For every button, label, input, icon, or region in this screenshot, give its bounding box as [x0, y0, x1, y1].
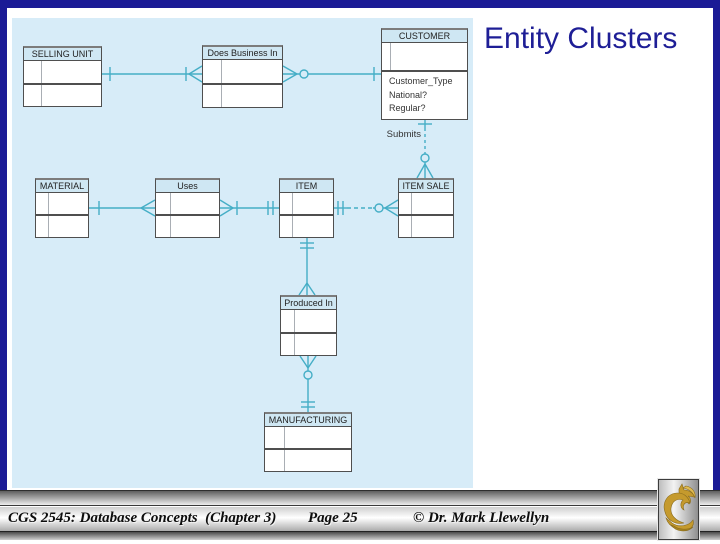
- entity-title: ITEM: [280, 180, 333, 193]
- entity-body: [399, 193, 453, 237]
- attribute-label: National?: [389, 89, 428, 100]
- footer-bottom-bar: [0, 531, 720, 540]
- page-title: Entity Clusters: [484, 22, 678, 55]
- footer-main-bar: CGS 2545: Database Concepts (Chapter 3) …: [0, 507, 720, 531]
- entity-does-business-in: Does Business In: [202, 45, 283, 108]
- entity-title: Uses: [156, 180, 219, 193]
- entity-item: ITEM: [279, 178, 334, 238]
- footer-copyright: © Dr. Mark Llewellyn: [413, 510, 550, 526]
- entity-title: MANUFACTURING: [265, 414, 351, 427]
- footer-page-number: Page 25: [308, 510, 358, 526]
- entity-uses: Uses: [155, 178, 220, 238]
- entity-title: ITEM SALE: [399, 180, 453, 193]
- entity-title: SELLING UNIT: [24, 48, 101, 61]
- entity-title: CUSTOMER: [382, 30, 467, 43]
- entity-body: [36, 193, 88, 237]
- entity-produced-in: Produced In: [280, 295, 337, 356]
- entity-item-sale: ITEM SALE: [398, 178, 454, 238]
- ucf-pegasus-logo: [663, 483, 696, 532]
- entity-manufacturing: MANUFACTURING: [264, 412, 352, 472]
- entity-material: MATERIAL: [35, 178, 89, 238]
- footer-top-bar: [0, 490, 720, 506]
- ucf-logo-panel: [657, 478, 700, 541]
- entity-selling-unit: SELLING UNIT: [23, 46, 102, 107]
- attribute-label: Regular?: [389, 103, 426, 113]
- entity-body: [203, 60, 282, 107]
- entity-title: MATERIAL: [36, 180, 88, 193]
- entity-body: [265, 427, 351, 471]
- entity-body: [281, 310, 336, 355]
- relationship-label-submits: Submits: [386, 129, 421, 140]
- entity-body: [156, 193, 219, 237]
- entity-body: [24, 61, 101, 106]
- footer-course-text: CGS 2545: Database Concepts (Chapter 3): [8, 510, 277, 526]
- entity-title: Produced In: [281, 297, 336, 310]
- entity-title: Does Business In: [203, 47, 282, 60]
- entity-body: [280, 193, 333, 237]
- attribute-label: Customer_Type: [389, 76, 453, 86]
